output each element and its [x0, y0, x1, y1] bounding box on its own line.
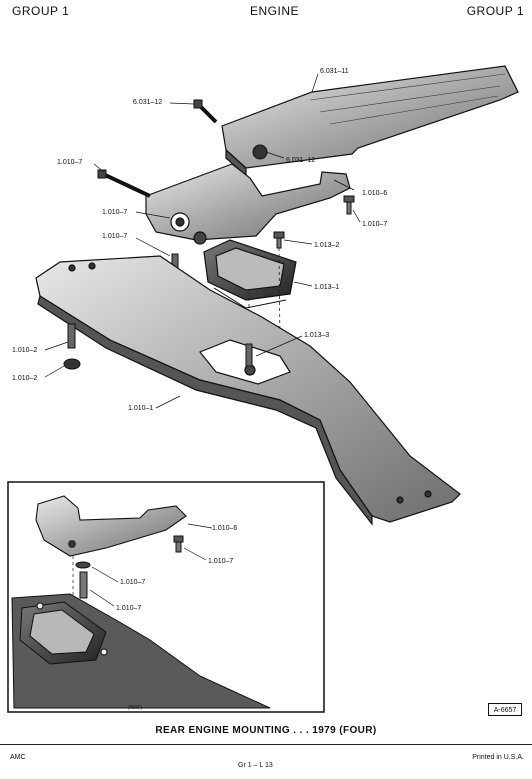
callout-6-031-12-upper: 6.031–12 [133, 99, 162, 106]
callout-1-013-2: 1.013–2 [314, 242, 339, 249]
frame-rail-6-031-11 [221, 65, 519, 178]
footer-printed: Printed in U.S.A. [472, 754, 524, 761]
bolt-6-031-12-upper [193, 99, 218, 124]
callout-6-031-11: 6.031–11 [320, 68, 349, 75]
stud-1-013-3 [245, 343, 253, 367]
bolt-1-010-7-upper [97, 169, 151, 198]
rear-crossmember-1-010-1 [35, 255, 461, 526]
callout-1-010-7-right: 1.010–7 [362, 221, 387, 228]
inset-variant-tag: (WAT) [128, 705, 142, 711]
callout-leaders [44, 73, 361, 409]
engine-support-bracket-1-010-6 [145, 163, 351, 245]
inset-detail-box [7, 481, 325, 713]
header-section-title: ENGINE [250, 4, 300, 18]
footer-page-ref: Gr 1 – L 13 [238, 762, 273, 769]
callout-1-010-7-left: 1.010–7 [102, 209, 127, 216]
callout-1-010-1: 1.010–1 [128, 405, 153, 412]
inset-callout-1-010-7-bolt: 1.010–7 [208, 558, 233, 565]
bolt-1-013-2 [273, 231, 285, 249]
engine-mount-insulator-1-013-1 [203, 239, 297, 309]
callout-1-013-3: 1.013–3 [304, 332, 329, 339]
nut-6-031-12-lower [252, 144, 268, 160]
inset-callout-1-010-7-stud: 1.010–7 [116, 605, 141, 612]
callout-1-010-6: 1.010–6 [362, 190, 387, 197]
callout-1-010-7-mid: 1.010–7 [102, 233, 127, 240]
figure-reference-number: A-6657 [488, 703, 522, 716]
figure-caption: REAR ENGINE MOUNTING . . . 1979 (FOUR) [155, 725, 377, 736]
stud-1-010-2 [67, 323, 76, 349]
inset-callout-1-010-7-washer: 1.010–7 [120, 579, 145, 586]
inset-callout-1-010-6: 1.010–6 [212, 525, 237, 532]
callout-1-013-1: 1.013–1 [314, 284, 339, 291]
callout-6-031-12-lower: 6.031–12 [286, 157, 315, 164]
footer-divider [0, 744, 532, 745]
callout-1-010-2-stud: 1.010–2 [12, 347, 37, 354]
header-group-right: GROUP 1 [466, 4, 524, 18]
bolt-1-010-7-right [343, 195, 355, 215]
header-group-left: GROUP 1 [12, 4, 70, 18]
nut-1-010-2 [63, 358, 81, 370]
callout-1-010-7-top: 1.010–7 [57, 159, 82, 166]
footer-publisher: AMC [10, 754, 26, 761]
callout-1-010-2-nut: 1.010–2 [12, 375, 37, 382]
